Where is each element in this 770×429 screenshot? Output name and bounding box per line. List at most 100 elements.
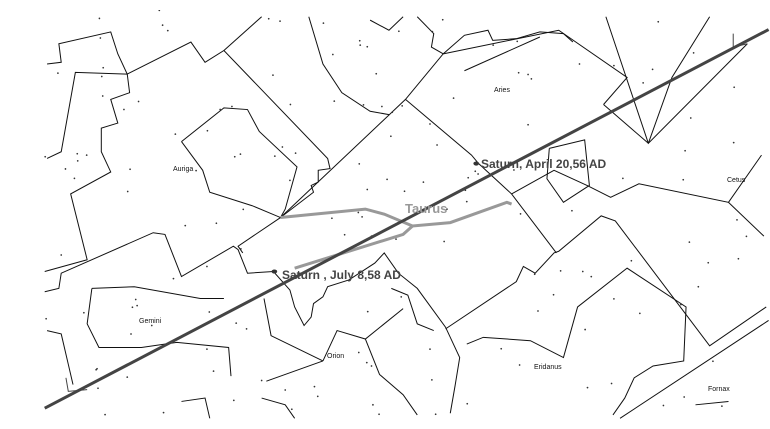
star [452, 97, 455, 99]
star [584, 328, 586, 331]
star [613, 64, 615, 67]
constellation-boundaries [45, 17, 769, 419]
star [378, 413, 380, 416]
star [357, 351, 360, 354]
star [638, 312, 641, 315]
star [97, 387, 99, 390]
star [267, 17, 270, 20]
star [622, 177, 624, 180]
boundary-line [87, 288, 231, 376]
boundary-line [648, 17, 709, 144]
star [492, 44, 495, 46]
boundary-line [47, 72, 127, 158]
star [613, 297, 615, 300]
star [552, 293, 555, 296]
star [284, 389, 287, 391]
boundary-line [224, 17, 262, 51]
star [429, 123, 431, 125]
star [683, 396, 686, 398]
label-aries: Aries [494, 87, 510, 94]
star [500, 347, 503, 350]
star [331, 217, 333, 220]
star [279, 20, 281, 23]
star [372, 403, 374, 406]
star [530, 77, 533, 80]
saturn-july-marker [271, 269, 278, 274]
star [366, 310, 369, 313]
star [60, 254, 63, 256]
label-fornax: Fornax [708, 386, 730, 393]
star [231, 105, 233, 108]
star [466, 402, 469, 405]
star [657, 20, 660, 23]
label-taurus: Taurus [405, 201, 448, 216]
star [162, 411, 165, 414]
star [85, 154, 88, 156]
star [733, 86, 736, 89]
boundary-line [181, 398, 209, 418]
star [99, 37, 102, 39]
star [294, 152, 297, 154]
star [361, 215, 363, 218]
star [212, 370, 215, 372]
star [590, 275, 593, 278]
star [131, 306, 134, 309]
boundary-line [45, 32, 130, 272]
star [431, 378, 433, 381]
boundary-line [417, 17, 443, 54]
star [441, 18, 444, 21]
star [101, 95, 104, 97]
star [401, 104, 404, 107]
star [518, 364, 521, 366]
boundary-line [323, 309, 403, 361]
boundary-line [405, 99, 556, 253]
star [465, 200, 468, 203]
star [446, 208, 448, 210]
boundary-line [695, 401, 728, 404]
star [273, 155, 276, 157]
boundary-line [464, 37, 539, 71]
star [533, 273, 536, 276]
star [651, 68, 654, 71]
star [137, 100, 140, 103]
star [689, 117, 692, 119]
star [57, 72, 59, 74]
star [233, 155, 236, 158]
boundary-line [181, 108, 297, 218]
star [161, 24, 164, 27]
star [158, 10, 161, 12]
star [516, 40, 519, 43]
star [403, 190, 406, 193]
star [386, 178, 388, 181]
boundary-line [262, 398, 295, 418]
star [290, 408, 293, 411]
star [662, 404, 665, 407]
arrow-right-icon [733, 34, 747, 47]
star [272, 74, 274, 77]
star [73, 177, 76, 180]
boundary-line [264, 299, 323, 361]
star [537, 310, 539, 312]
star [357, 211, 360, 214]
star [366, 188, 369, 191]
star [381, 105, 383, 108]
star [365, 361, 368, 364]
arrow-left-icon [66, 378, 87, 391]
star [126, 376, 129, 379]
star [245, 328, 248, 330]
star [83, 311, 85, 314]
star [358, 162, 361, 165]
star [477, 173, 479, 175]
star [134, 298, 137, 301]
star [398, 30, 400, 33]
boundary-line [729, 202, 764, 236]
star [610, 382, 613, 385]
star [215, 222, 218, 225]
boundary-line [620, 320, 769, 418]
boundary-line [281, 30, 573, 217]
star [390, 135, 392, 138]
boundary-line [92, 287, 224, 299]
star [680, 303, 682, 306]
star [235, 322, 238, 325]
boundary-line [467, 268, 686, 415]
